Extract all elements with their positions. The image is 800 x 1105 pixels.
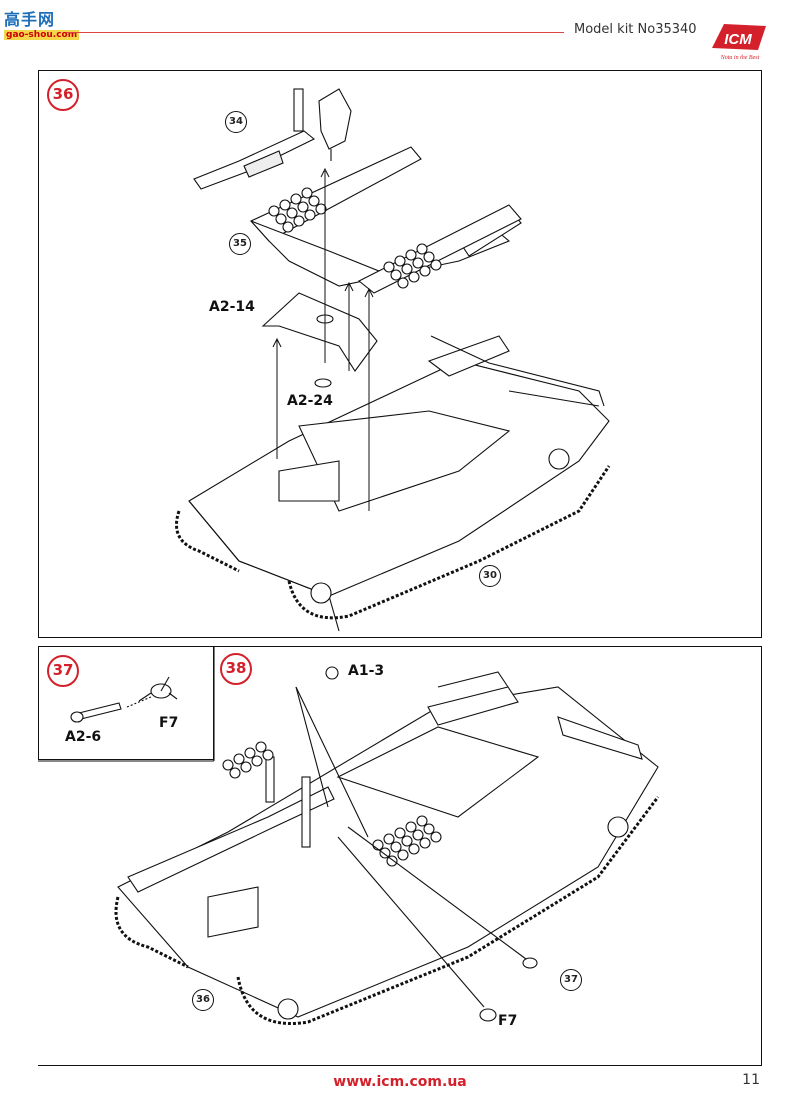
ref-34-marker: 34	[225, 111, 247, 133]
part-label-a1-3: A1-3	[348, 663, 385, 679]
model-kit-number: Model kit No35340	[574, 22, 697, 37]
part-label-f7-step38: F7	[498, 1013, 518, 1029]
step-36-panel: 36 34 35 30 A2-14 A2-24	[38, 70, 762, 638]
ref-35-marker: 35	[229, 233, 251, 255]
watermark-text: 高手网	[4, 10, 56, 29]
step-37-badge: 37	[47, 655, 79, 687]
step-37-drawing	[70, 676, 178, 723]
step-36-drawing	[175, 88, 611, 632]
step-38-drawing	[38, 647, 660, 1025]
header-rule	[66, 32, 564, 33]
step-38-panel: 38 A1-3 F7 36 37	[38, 646, 762, 1066]
ref-37-marker: 37	[560, 969, 582, 991]
part-label-a2-6: A2-6	[65, 729, 102, 745]
part-label-f7: F7	[159, 715, 179, 731]
watermark-url: gao-shou.com	[4, 30, 80, 40]
logo-brand: ICM	[724, 31, 752, 48]
step-36-badge: 36	[47, 79, 79, 111]
step-37-panel: 37 A2-6 F7	[38, 646, 214, 760]
footer-url[interactable]: www.icm.com.ua	[333, 1074, 467, 1090]
part-label-a2-14: A2-14	[209, 299, 255, 315]
step-38-badge: 38	[220, 653, 252, 685]
logo-tagline: Nota in the Best	[720, 55, 760, 61]
ref-36-marker: 36	[192, 989, 214, 1011]
part-label-a2-24: A2-24	[287, 393, 333, 409]
ref-30-marker: 30	[479, 565, 501, 587]
watermark-logo: 高手网 gao-shou.com	[4, 6, 80, 40]
icm-logo: ICM Nota in the Best	[708, 18, 770, 62]
page-number: 11	[742, 1072, 760, 1088]
